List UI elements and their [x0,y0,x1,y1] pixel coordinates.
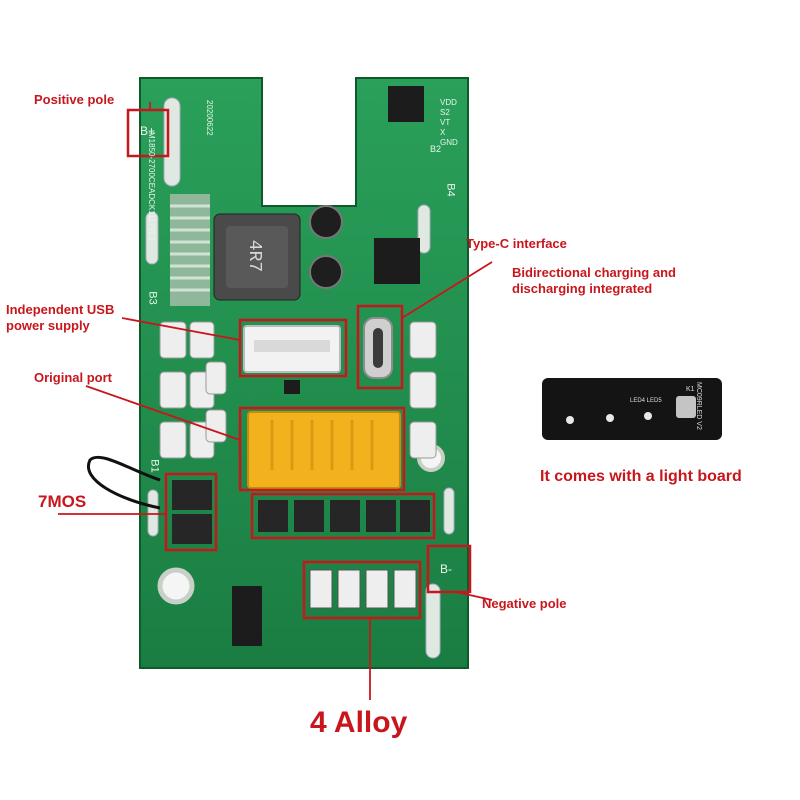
annotation-boxes [126,108,472,620]
label-bidirectional-1: Bidirectional charging and [512,265,676,280]
board-b1: B1 [148,459,161,473]
annotation-lines [58,102,493,700]
light-board-k1: K1 [686,386,695,393]
label-negative-pole: Negative pole [482,596,567,611]
slot-hole [147,489,159,537]
fuse-group [409,321,437,459]
light-board [542,378,722,440]
label-type-c: Type-C interface [466,236,567,251]
ic-chip [232,586,262,646]
inductor-label: 4R7 [244,239,265,273]
slot-hole [417,204,431,254]
slot-hole [145,211,159,265]
light-board-leds: LED4 LED5 [630,398,662,404]
label-7mos: 7MOS [38,492,87,511]
label-usb-1: Independent USB [6,302,115,317]
pin-labels: VDD S2 VT X GND [440,98,458,147]
copper-stripes [170,194,210,306]
capacitor [309,255,343,289]
board-b3: B3 [146,291,159,305]
board-b-plus: B+ [140,124,156,138]
thermistor-wire [86,455,161,510]
original-port-connector [247,411,401,489]
shunt-resistors [309,569,417,609]
mount-hole [157,567,195,605]
mosfet-stack [172,480,212,544]
ic-chip [284,380,300,394]
board-b4: B4 [444,183,457,197]
label-4-alloy: 4 Alloy [310,706,408,739]
board-b2: B2 [430,144,442,154]
light-board-model: MC09RLED V2 [695,382,702,430]
board-model: M1850-2700CEADCK1117VL1 [147,132,156,242]
capacitor [309,205,343,239]
ic-chip [374,238,420,284]
ic-chip [388,86,424,122]
label-light-board: It comes with a light board [540,468,742,485]
label-original-port: Original port [34,370,112,385]
label-positive-pole: Positive pole [34,92,115,107]
light-board-button [676,396,696,418]
mosfet-row [258,500,430,532]
board-b-minus: B- [440,562,452,576]
label-bidirectional-2: discharging integrated [512,281,653,296]
slot-hole [425,583,441,659]
label-usb-2: power supply [6,318,90,333]
slot-hole [443,487,455,535]
board-date: 20200622 [205,100,214,136]
